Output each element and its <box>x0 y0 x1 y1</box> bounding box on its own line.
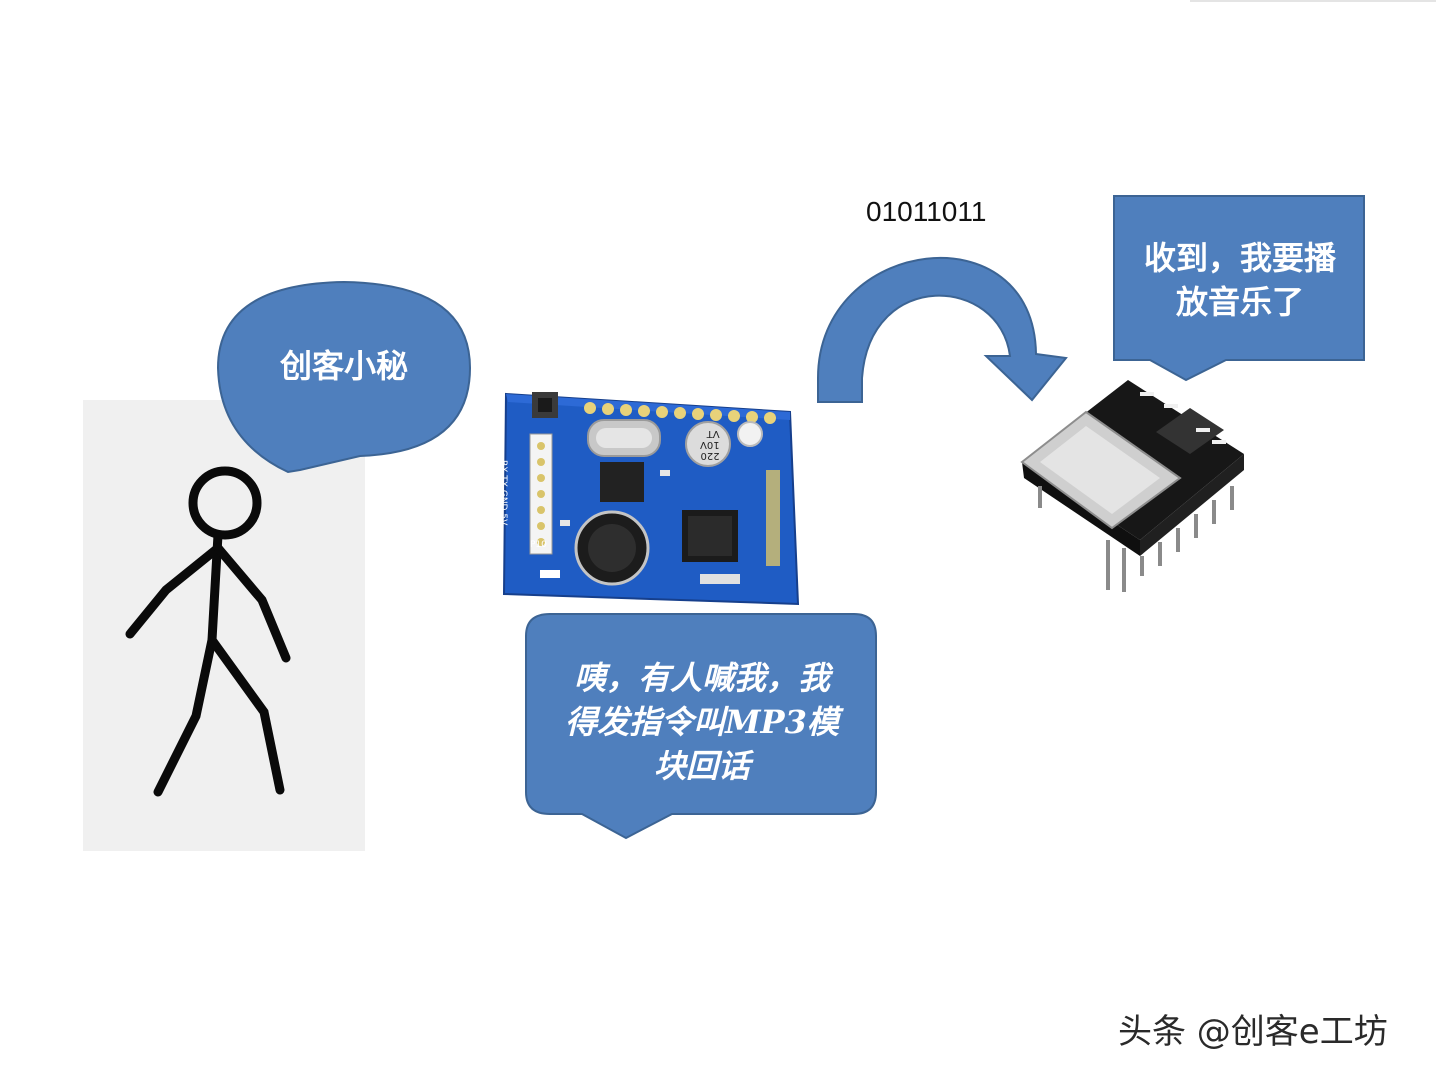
capacitor-label: 220 10V VT <box>700 428 720 461</box>
person-bubble-text: 创客小秘 <box>279 347 408 385</box>
voice-module-bubble-text: 咦，有人喊我，我 得发指令叫MP3模 块回话 <box>528 656 876 788</box>
mp3-bubble-text: 收到，我要播 放音乐了 <box>1116 236 1364 324</box>
speech-bubble-person <box>216 280 472 474</box>
speech-bubble-mp3 <box>1113 195 1365 382</box>
stick-figure <box>125 466 291 797</box>
top-divider-line <box>1190 0 1436 2</box>
mp3-line-1: 收到，我要播 <box>1143 239 1336 277</box>
voice-module-pcb <box>502 392 800 606</box>
signal-arc-arrow <box>817 257 1068 403</box>
pin-rx: RX <box>498 460 508 473</box>
cap-label-3: VT <box>706 428 720 439</box>
cap-label-1: 220 <box>700 450 720 461</box>
mp3-module <box>1020 380 1244 592</box>
watermark-text: 头条 @创客e工坊 <box>1118 1012 1388 1052</box>
pin-name-p10: P10 <box>530 540 547 550</box>
pin-5v: 5V <box>498 513 508 526</box>
pin-gnd: GND <box>498 489 508 511</box>
speech-bubble-voice-module <box>525 613 877 840</box>
pcb-pin-labels: RX TX GND 5V <box>498 460 508 525</box>
mp3-line-2: 放音乐了 <box>1175 283 1304 321</box>
voice-module-line-2: 得发指令叫MP3模 <box>565 703 839 741</box>
binary-signal-label: 01011011 <box>866 196 987 227</box>
pin-tx: TX <box>498 475 508 487</box>
voice-module-line-1: 咦，有人喊我，我 <box>573 659 830 697</box>
voice-module-line-3: 块回话 <box>653 747 750 785</box>
cap-label-2: 10V <box>700 439 720 450</box>
